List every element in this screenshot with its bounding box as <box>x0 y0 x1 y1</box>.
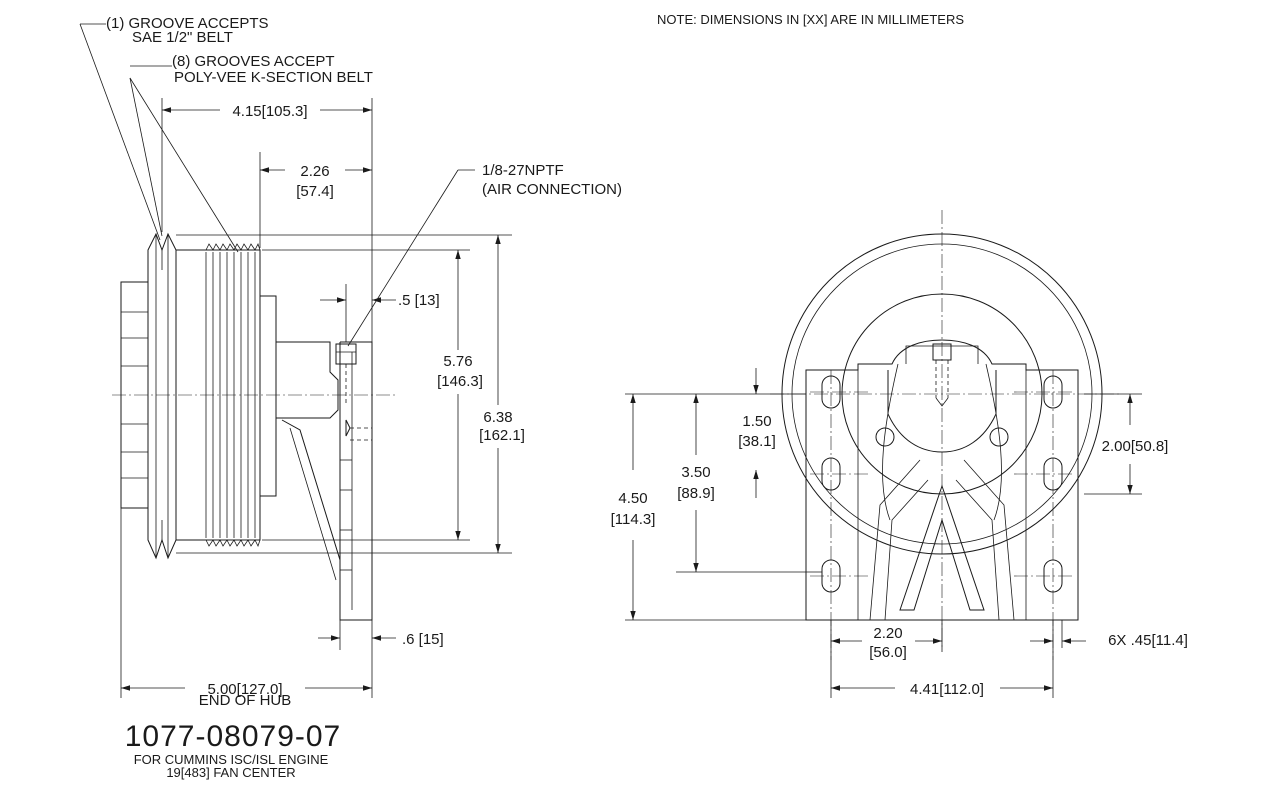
air-connection-port <box>335 343 357 365</box>
front-extension-lines <box>625 393 1142 698</box>
hub-ribs <box>121 311 148 479</box>
dim-outer-dia-in: 6.38 <box>483 409 512 426</box>
application-line1: FOR CUMMINS ISC/ISL ENGINE <box>134 752 329 767</box>
side-leaders <box>79 23 475 347</box>
dim-pulley-width-in: 2.26 <box>300 163 329 180</box>
right-bolt-hole <box>989 427 1009 447</box>
application-line2: 19[483] FAN CENTER <box>166 765 295 780</box>
mounting-bracket-plate <box>805 339 1079 621</box>
part-number: 1077-08079-07 <box>125 720 342 753</box>
center-v-rib <box>899 484 985 611</box>
dim-pulley-dia-mm: [146.3] <box>437 373 483 390</box>
dim-small-offset: .5 [13] <box>398 292 440 309</box>
dim-150-in: 1.50 <box>742 413 771 430</box>
poly-vee-grooves <box>205 252 256 538</box>
air-note-line1: 1/8-27NPTF <box>482 162 564 179</box>
side-view: (1) GROOVE ACCEPTS SAE 1/2" BELT (8) GRO… <box>79 15 622 709</box>
millimeter-note: NOTE: DIMENSIONS IN [XX] ARE IN MILLIMET… <box>657 12 964 27</box>
dim-end-of-hub-label: END OF HUB <box>199 692 292 709</box>
side-extension-lines <box>120 98 512 698</box>
dim-200: 2.00[50.8] <box>1102 438 1169 455</box>
left-bolt-hole <box>875 427 895 447</box>
dim-pulley-dia-in: 5.76 <box>443 353 472 370</box>
groove-note-line1: (1) GROOVE ACCEPTS <box>106 15 269 32</box>
dim-450-mm: [114.3] <box>611 511 656 528</box>
clutch-housing <box>275 341 339 419</box>
dim-end-of-hub: 5.00[127.0] <box>207 681 282 698</box>
dim-150-mm: [38.1] <box>738 433 776 450</box>
front-view: 1.50 [38.1] 3.50 [88.9] 4.50 [114.3] 2.0… <box>611 210 1188 698</box>
pulley-shoulder <box>259 295 277 497</box>
dim-overall-top: 4.15[105.3] <box>232 103 307 120</box>
dim-450-in: 4.50 <box>618 490 647 507</box>
air-note-line2: (AIR CONNECTION) <box>482 181 622 198</box>
dim-441: 4.41[112.0] <box>910 681 984 698</box>
grooves-note-line2: POLY-VEE K-SECTION BELT <box>174 69 373 86</box>
center-thread-hole <box>932 343 952 361</box>
dim-outer-dia-mm: [162.1] <box>479 427 525 444</box>
dim-flange-offset: .6 [15] <box>402 631 444 648</box>
dim-220-in: 2.20 <box>873 625 902 642</box>
dim-slot-width: 6X .45[11.4] <box>1108 632 1188 649</box>
sae-groove-flange <box>147 232 177 560</box>
dim-350-in: 3.50 <box>681 464 710 481</box>
dim-220-mm: [56.0] <box>869 644 907 661</box>
title-block: 1077-08079-07 FOR CUMMINS ISC/ISL ENGINE… <box>125 720 342 780</box>
groove-note-line2: SAE 1/2" BELT <box>132 29 233 46</box>
grooves-note-line1: (8) GROOVES ACCEPT <box>172 53 335 70</box>
dim-pulley-width-mm: [57.4] <box>296 183 334 200</box>
dim-350-mm: [88.9] <box>677 485 715 502</box>
mounting-bracket <box>281 341 373 621</box>
